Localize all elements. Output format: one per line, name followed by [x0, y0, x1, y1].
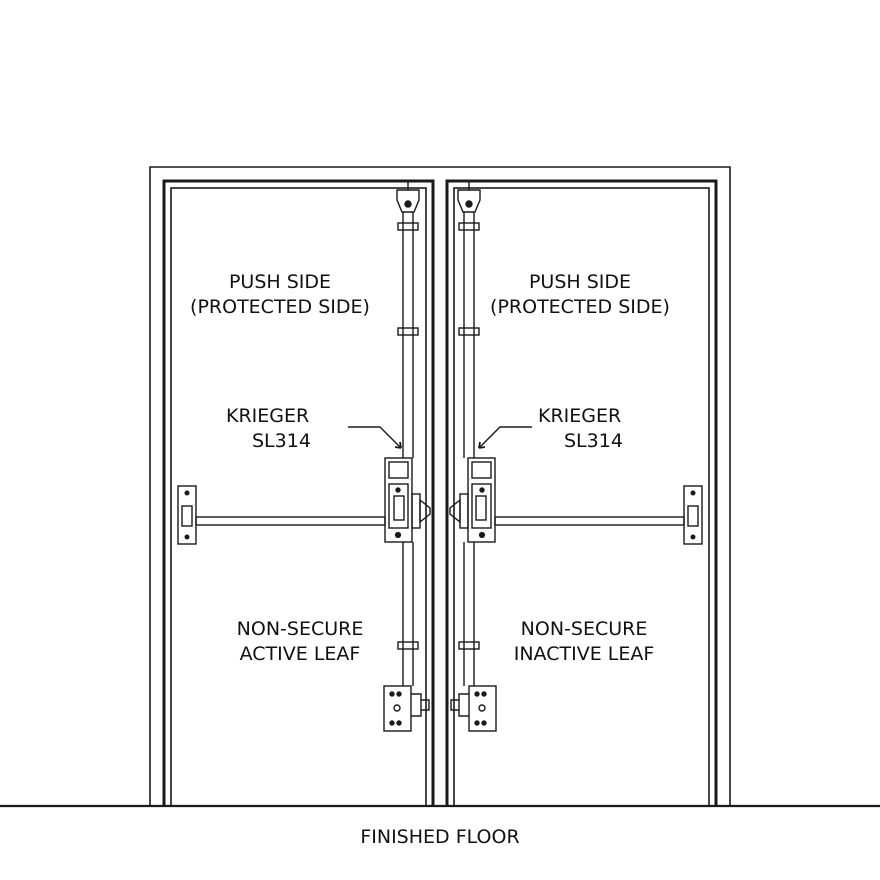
frame-inner-right — [445, 179, 718, 806]
frame-inner — [162, 179, 435, 806]
left-push-bar — [195, 516, 386, 526]
right-lower-rod — [463, 542, 475, 686]
left-protected-side-label: (PROTECTED SIDE) — [190, 296, 370, 318]
left-leaf-status-label: ACTIVE LEAF — [239, 643, 361, 665]
right-bottom-plate — [468, 685, 497, 732]
left-bar-end-cap — [177, 485, 197, 545]
left-top-bolt — [396, 189, 420, 213]
right-leaf-status-label: INACTIVE LEAF — [513, 643, 655, 665]
right-device-model-label: SL314 — [564, 430, 623, 452]
left-push-side-label: PUSH SIDE — [228, 271, 332, 293]
right-bar-end-cap — [683, 485, 703, 545]
finished-floor-label: FINISHED FLOOR — [360, 826, 520, 848]
right-protected-side-label: (PROTECTED SIDE) — [490, 296, 670, 318]
right-leaf-hardware — [449, 182, 703, 732]
left-leaf-hardware — [177, 182, 431, 732]
left-device-brand-label: KRIEGER — [226, 405, 310, 427]
right-top-bolt — [457, 189, 481, 213]
right-device-brand-label: KRIEGER — [538, 405, 622, 427]
left-lower-rod — [402, 542, 414, 686]
right-push-bar — [494, 516, 685, 526]
left-device-model-label: SL314 — [252, 430, 311, 452]
left-device-leader — [348, 426, 402, 449]
right-leaf-type-label: NON-SECURE — [520, 618, 648, 640]
door-frame — [149, 166, 731, 806]
right-push-side-label: PUSH SIDE — [528, 271, 632, 293]
left-leaf-type-label: NON-SECURE — [236, 618, 364, 640]
left-bottom-plate — [383, 685, 412, 732]
right-device-leader — [478, 426, 532, 449]
